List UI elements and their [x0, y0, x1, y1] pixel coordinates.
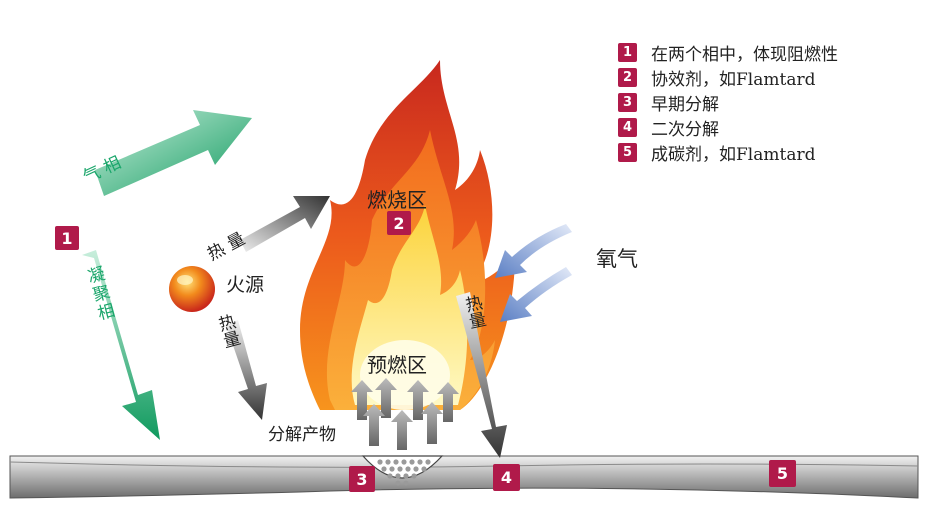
fire-source-ball — [169, 266, 215, 312]
oxygen-arrows — [495, 224, 572, 322]
legend-badge: 4 — [618, 118, 637, 137]
flame — [300, 60, 515, 410]
legend-text: 协效剂，如Flamtard — [651, 70, 816, 90]
legend-text: 早期分解 — [651, 95, 719, 115]
heat-to-decomposition-arrow — [226, 320, 267, 420]
marker-3-badge: 3 — [349, 466, 375, 492]
condensed-phase-arrow — [82, 250, 160, 440]
oxygen-label: 氧气 — [596, 247, 638, 271]
legend: 1 在两个相中，体现阻燃性 2 协效剂，如Flamtard 3 早期分解 4 二… — [618, 40, 838, 165]
legend-badge: 2 — [618, 68, 637, 87]
volatile-gas-arrows — [351, 378, 459, 450]
marker-5-badge: 5 — [769, 460, 796, 487]
marker-4-badge: 4 — [493, 464, 520, 491]
legend-text: 成碳剂，如Flamtard — [651, 145, 816, 165]
gas-phase-arrow — [95, 110, 252, 196]
legend-item: 5 成碳剂，如Flamtard — [618, 140, 838, 165]
fire-source-label: 火源 — [226, 274, 265, 296]
preburn-zone-label: 预燃区 — [367, 353, 427, 377]
legend-badge: 1 — [618, 43, 637, 62]
legend-item: 3 早期分解 — [618, 90, 838, 115]
heat-to-surface-arrow — [456, 292, 507, 458]
decomposition-products-label: 分解产物 — [268, 425, 336, 445]
marker-2-badge: 2 — [387, 211, 411, 235]
char-bowl — [361, 455, 444, 486]
heat-to-flame-arrow — [240, 196, 330, 252]
legend-item: 4 二次分解 — [618, 115, 838, 140]
legend-badge: 5 — [618, 143, 637, 162]
legend-text: 在两个相中，体现阻燃性 — [651, 45, 838, 65]
marker-1-badge: 1 — [55, 226, 79, 250]
legend-text: 二次分解 — [651, 120, 719, 140]
legend-item: 1 在两个相中，体现阻燃性 — [618, 40, 838, 65]
legend-badge: 3 — [618, 93, 637, 112]
combustion-zone-label: 燃烧区 — [367, 188, 427, 212]
legend-item: 2 协效剂，如Flamtard — [618, 65, 838, 90]
